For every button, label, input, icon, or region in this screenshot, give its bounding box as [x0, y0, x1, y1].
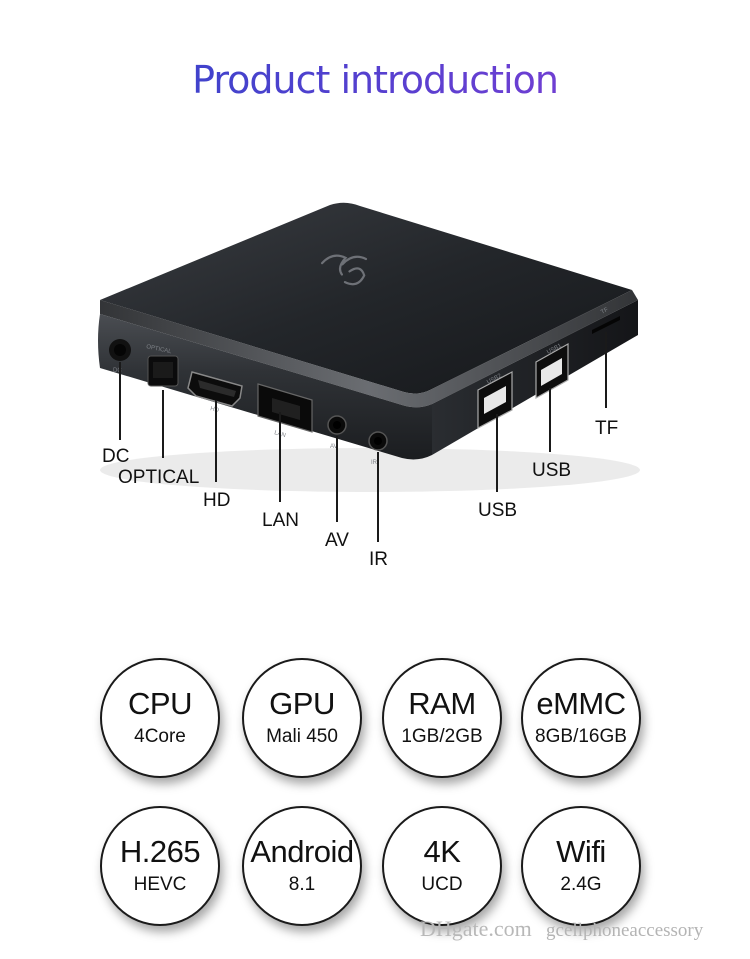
embossed-dc: DC: [113, 368, 122, 374]
embossed-av: AV: [330, 444, 338, 450]
spec-title: CPU: [128, 685, 192, 721]
spec-badge-android: Android 8.1: [242, 806, 362, 926]
embossed-tf: TF: [600, 307, 610, 316]
tf-slot: [592, 316, 620, 334]
embossed-optical: OPTICAL: [146, 344, 173, 355]
embossed-hd: HD: [210, 406, 221, 414]
label-ir: IR: [369, 549, 388, 570]
label-av: AV: [325, 530, 349, 551]
device-logo-mark: [321, 254, 368, 286]
spec-value: UCD: [421, 874, 463, 896]
tv-box-illustration: OPTICAL DC HD LAN AV IR USB2 USB1 TF: [98, 202, 640, 542]
spec-title: Android: [250, 833, 354, 869]
spec-value: 1GB/2GB: [401, 726, 483, 748]
label-optical: OPTICAL: [118, 467, 200, 488]
spec-badge-wifi: Wifi 2.4G: [521, 806, 641, 926]
spec-badge-emmc: eMMC 8GB/16GB: [521, 658, 641, 778]
embossed-ir: IR: [371, 460, 378, 466]
label-dc: DC: [102, 446, 130, 467]
label-usb-front: USB: [532, 460, 572, 481]
spec-badge-cpu: CPU 4Core: [100, 658, 220, 778]
label-lan: LAN: [262, 510, 299, 531]
watermark-logo: DHgate.com: [420, 916, 532, 941]
spec-value: 8.1: [288, 874, 316, 896]
spec-badge-4k: 4K UCD: [382, 806, 502, 926]
spec-value: Mali 450: [266, 726, 338, 748]
label-tf: TF: [595, 418, 619, 439]
watermark-store: gcellphoneaccessory: [546, 920, 704, 941]
watermark: DHgate.com gcellphoneaccessory: [420, 916, 703, 942]
spec-value: HEVC: [133, 874, 187, 896]
spec-title: eMMC: [536, 685, 626, 721]
spec-title: Wifi: [556, 833, 606, 869]
spec-value: 2.4G: [560, 874, 602, 896]
page-title: Product introduction: [0, 58, 750, 102]
spec-value: 8GB/16GB: [535, 726, 627, 748]
spec-value: 4Core: [134, 726, 186, 748]
spec-title: 4K: [423, 833, 461, 869]
device-top-face: [100, 202, 632, 394]
spec-title: H.265: [119, 833, 201, 869]
spec-title: RAM: [408, 685, 476, 721]
spec-badge-h265: H.265 HEVC: [100, 806, 220, 926]
label-hd: HD: [203, 490, 231, 511]
label-usb-rear: USB: [478, 500, 518, 521]
spec-badge-gpu: GPU Mali 450: [242, 658, 362, 778]
spec-badge-ram: RAM 1GB/2GB: [382, 658, 502, 778]
spec-title: GPU: [269, 685, 335, 721]
